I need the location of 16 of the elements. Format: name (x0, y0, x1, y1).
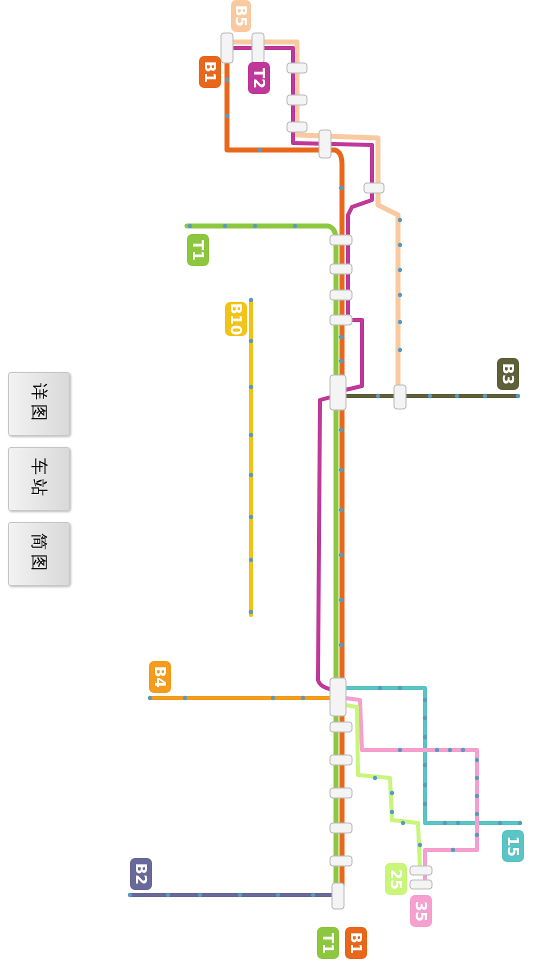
line-badge: T1 (187, 234, 209, 266)
line-badge: T2 (248, 62, 270, 94)
view-button: 车站 (8, 447, 70, 511)
line-badge: B3 (497, 358, 519, 390)
view-button: 简图 (8, 522, 70, 586)
line-badge: B1 (345, 927, 367, 959)
line-badge: B1 (199, 56, 221, 88)
line-badge: 25 (385, 863, 407, 895)
line-badge: B2 (130, 858, 152, 890)
line-badge: 35 (410, 895, 432, 927)
line-badge: B4 (149, 661, 171, 693)
line-badge: T1 (317, 927, 339, 959)
line-badge: B10 (225, 302, 247, 336)
line-badge: B5 (231, 0, 251, 32)
view-button: 详图 (8, 372, 70, 436)
line-badge: 15 (502, 830, 524, 862)
